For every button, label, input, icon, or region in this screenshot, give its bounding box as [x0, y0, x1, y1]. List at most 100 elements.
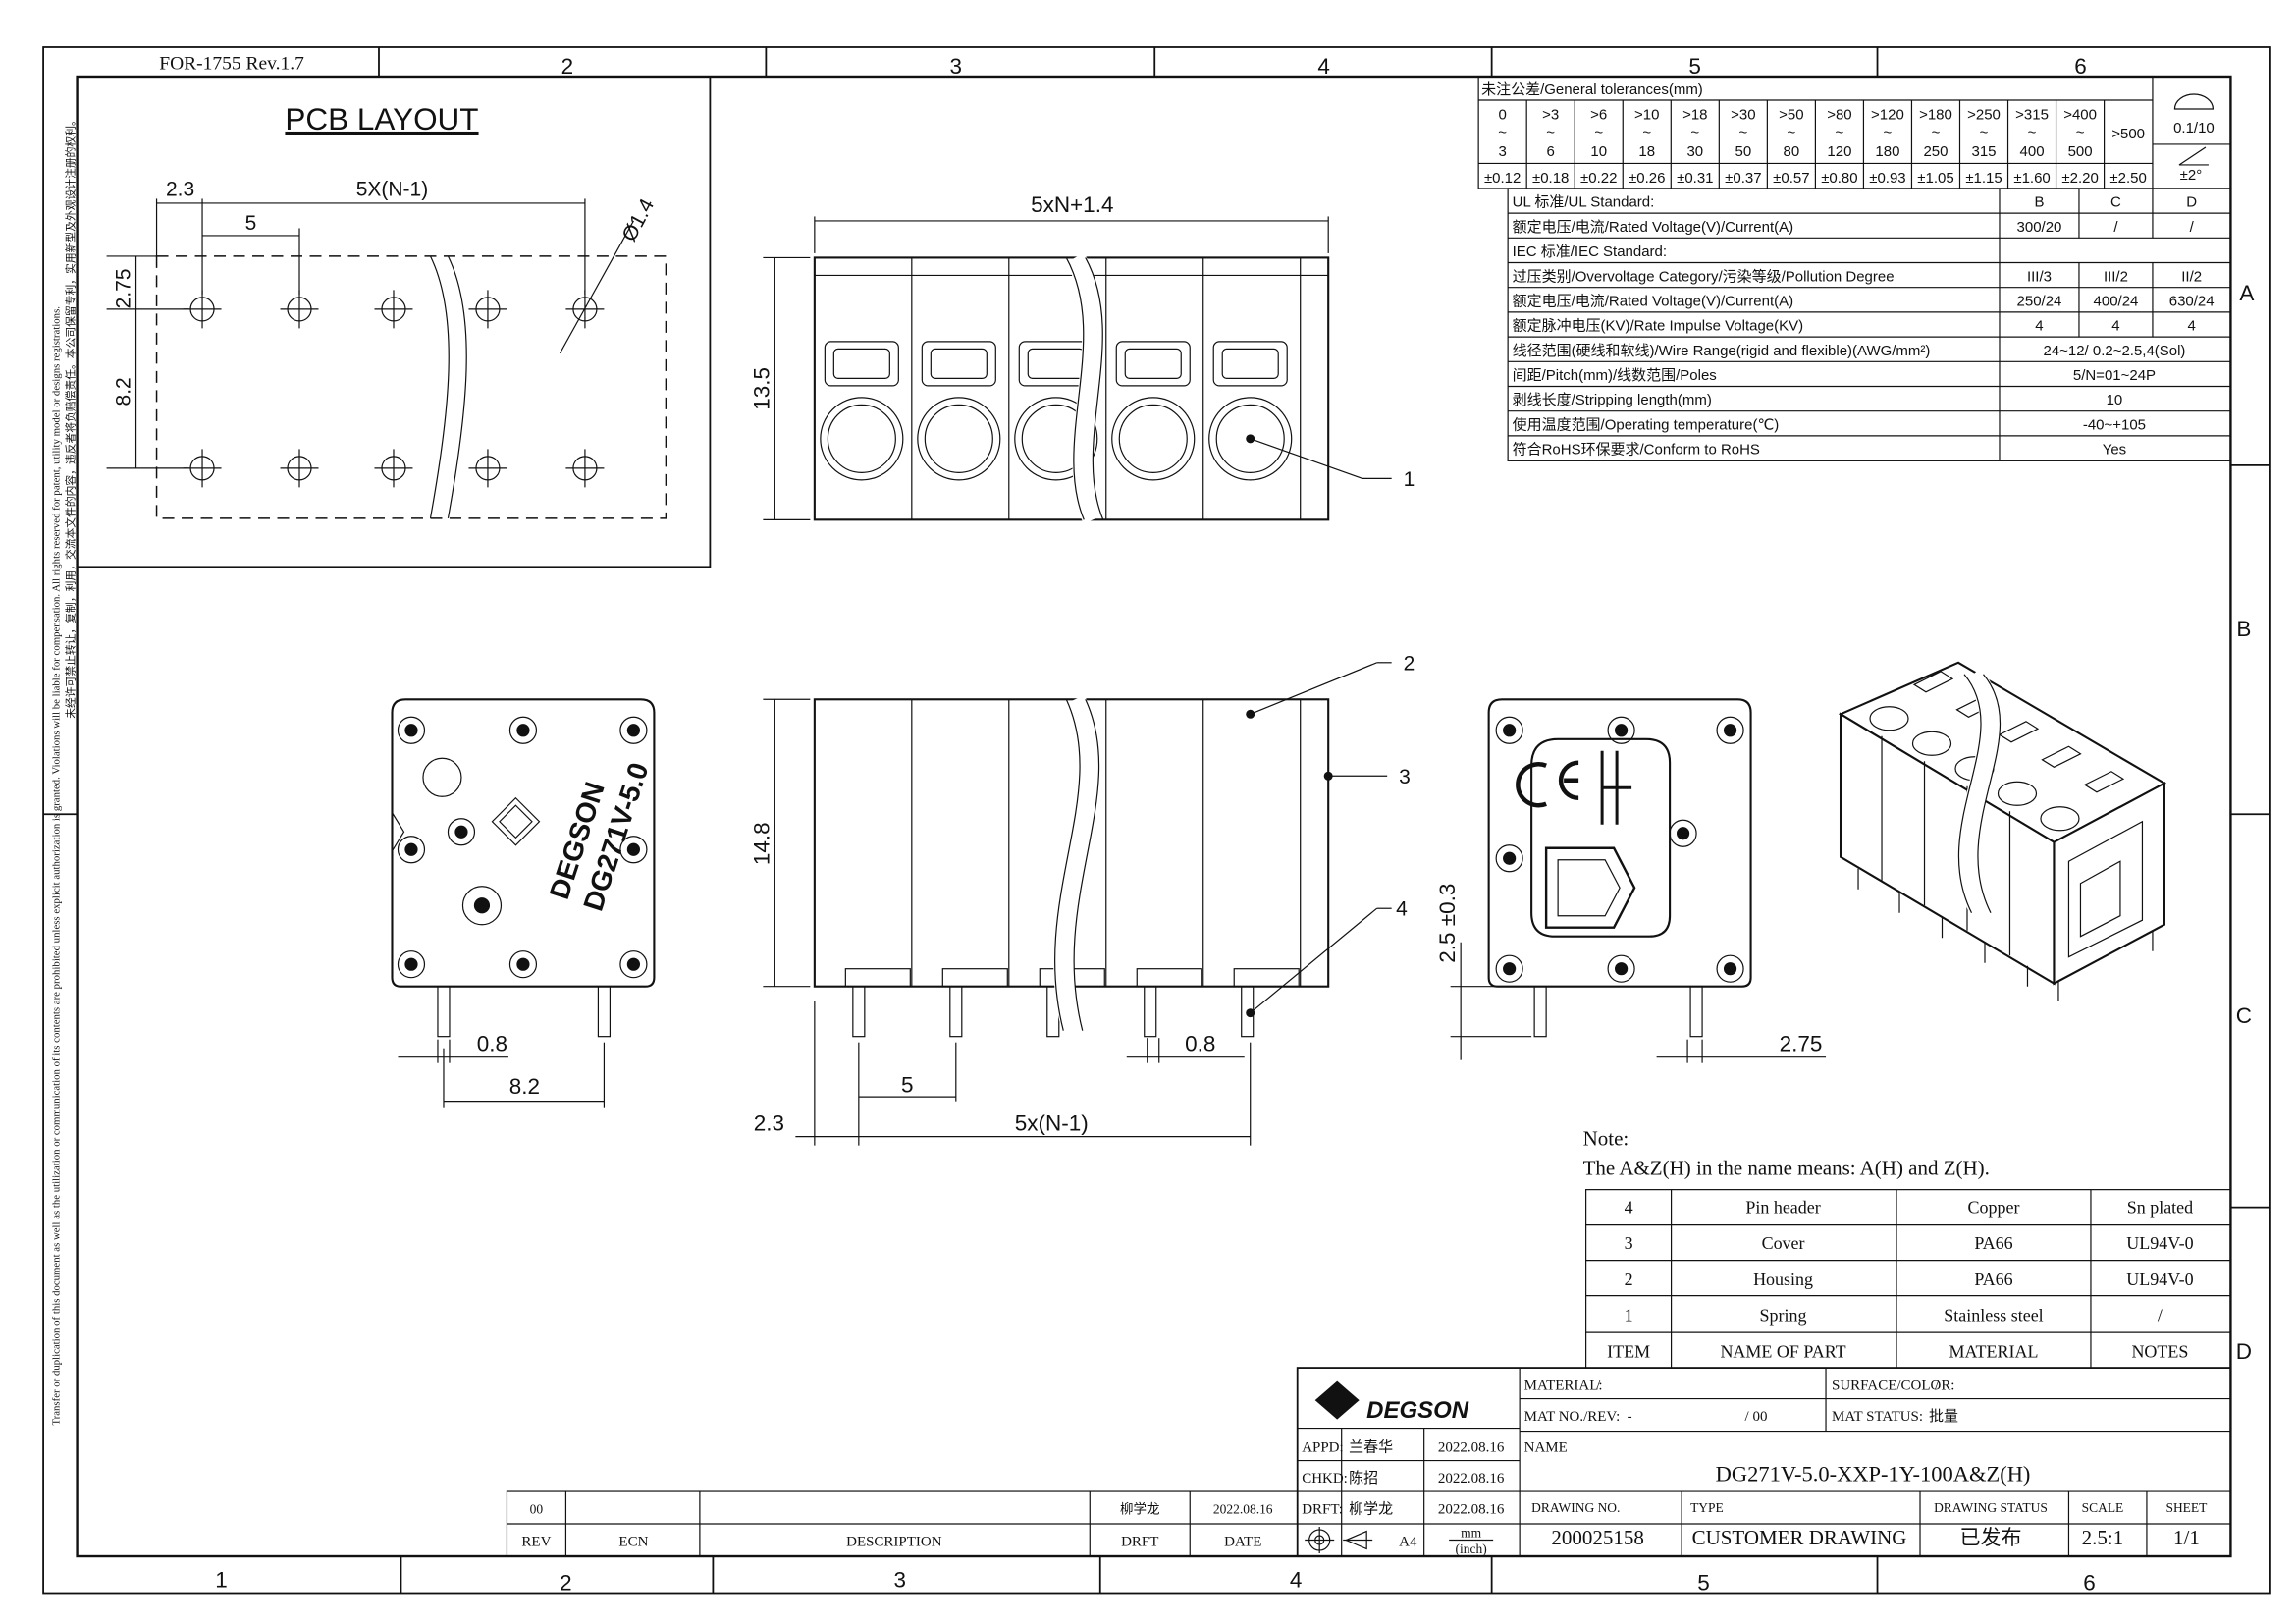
pcb-layout-title: PCB LAYOUT	[285, 101, 478, 136]
spec-label: 额定电压/电流/Rated Voltage(V)/Current(A)	[1513, 219, 1793, 236]
form-number: FOR-1755 Rev.1.7	[159, 53, 304, 74]
tolerance-col: >250~315±1.15	[1965, 106, 2002, 186]
row-label-A: A	[2239, 281, 2254, 305]
tolerance-range-sep: ~	[1836, 124, 1844, 140]
tolerance-range-sep: ~	[2076, 124, 2085, 140]
tolerance-range-high: 18	[1638, 143, 1655, 160]
spec-label: 符合RoHS环保要求/Conform to RoHS	[1513, 442, 1760, 459]
col-label-bottom-5: 5	[1697, 1571, 1710, 1596]
rev-row-drft: 柳学龙	[1120, 1502, 1159, 1517]
right-side-view: 2.5 ±0.3 2.75	[1435, 698, 1827, 1063]
tolerance-value: ±0.26	[1629, 170, 1665, 187]
surface-label: SURFACE/COLOR:	[1832, 1379, 1954, 1394]
tolerance-range-sep: ~	[1498, 124, 1507, 140]
status-label: DRAWING STATUS	[1934, 1500, 2048, 1515]
spec-value: Yes	[2103, 442, 2126, 459]
rev-header-drft: DRFT	[1121, 1535, 1158, 1550]
col-label-top-3: 3	[950, 54, 963, 79]
col-label-top-2: 2	[561, 54, 574, 79]
tolerance-range-high: 6	[1547, 143, 1555, 160]
spec-row: 额定电压/电流/Rated Voltage(V)/Current(A)300/2…	[1513, 219, 2195, 236]
spec-value: /	[2190, 219, 2195, 236]
col-label-bottom-3: 3	[894, 1568, 907, 1593]
drawing-no-label: DRAWING NO.	[1531, 1500, 1620, 1515]
tolerance-range-low: >6	[1590, 106, 1607, 123]
tolerance-range-sep: ~	[1546, 124, 1555, 140]
spec-value: III/2	[2104, 268, 2128, 285]
tolerance-range-low: >3	[1542, 106, 1559, 123]
tolerance-value: ±1.15	[1965, 170, 2002, 187]
tolerance-range-sep: ~	[1594, 124, 1603, 140]
tolerance-range-low: >80	[1827, 106, 1851, 123]
sheet-label: SHEET	[2165, 1500, 2208, 1515]
spec-value: 5/N=01~24P	[2073, 367, 2156, 384]
tolerance-value: ±2.20	[2061, 170, 2098, 187]
tolerance-range-sep: ~	[1690, 124, 1699, 140]
bom-cell: Stainless steel	[1944, 1305, 2043, 1325]
appd-name: 兰春华	[1349, 1439, 1393, 1456]
front-view: 14.8 5 2.3 5x(N-1) 0.8 2 3 4	[749, 652, 1415, 1146]
spec-label: UL 标准/UL Standard:	[1513, 194, 1655, 211]
bom-cell: Spring	[1760, 1305, 1807, 1325]
pcb-dim-hole: Ø1.4	[618, 195, 660, 245]
bom-header-cell: ITEM	[1607, 1342, 1650, 1362]
type-value: CUSTOMER DRAWING	[1692, 1526, 1907, 1549]
spec-value: C	[2110, 194, 2121, 211]
pcb-dim-row: 8.2	[113, 377, 135, 406]
spec-value: 4	[2188, 318, 2196, 335]
dim-front-total: 5x(N-1)	[1015, 1111, 1089, 1136]
tolerance-range-low: >50	[1779, 106, 1803, 123]
pcb-dim-top: 2.75	[113, 268, 135, 308]
tolerance-range-high: 3	[1498, 143, 1506, 160]
tolerance-range-low: >30	[1731, 106, 1755, 123]
col-label-bottom-6: 6	[2083, 1571, 2096, 1596]
mat-no-value: -	[1628, 1409, 1632, 1425]
col-label-top-6: 6	[2074, 54, 2087, 79]
pcb-dim-edge: 2.3	[166, 178, 194, 200]
unit-inch: (inch)	[1456, 1542, 1487, 1556]
tolerance-value: ±1.05	[1917, 170, 1953, 187]
svg-text:Transfer or duplication of thi: Transfer or duplication of this document…	[51, 306, 63, 1426]
bom-cell: UL94V-0	[2126, 1270, 2193, 1289]
rev-header-date: DATE	[1224, 1535, 1261, 1550]
rev-header-description: DESCRIPTION	[846, 1535, 942, 1550]
tolerance-value: ±0.31	[1677, 170, 1713, 187]
surface-value: /	[1935, 1379, 1940, 1394]
mat-rev-value: / 00	[1745, 1409, 1768, 1425]
tolerance-range-low: >18	[1682, 106, 1707, 123]
spec-value: 10	[2107, 392, 2123, 408]
col-label-bottom-2: 2	[560, 1571, 572, 1596]
tolerance-range-sep: ~	[1642, 124, 1651, 140]
tolerance-range-sep: ~	[1980, 124, 1989, 140]
tolerance-range-high: 30	[1686, 143, 1703, 160]
chkd-name: 陈招	[1349, 1469, 1378, 1487]
bom-cell: 4	[1625, 1198, 1633, 1218]
rev-header-ecn: ECN	[618, 1535, 648, 1550]
tolerance-value: ±0.18	[1532, 170, 1569, 187]
tolerance-range-label: >500	[2111, 126, 2145, 142]
rev-header-rev: REV	[521, 1535, 551, 1550]
bom-cell: 3	[1625, 1233, 1633, 1253]
tolerance-range-low: >250	[1967, 106, 2001, 123]
spec-label: 使用温度范围/Operating temperature(℃)	[1513, 416, 1780, 433]
tolerance-range-low: >180	[1919, 106, 1952, 123]
tolerance-range-high: 10	[1590, 143, 1607, 160]
tolerance-value: ±0.12	[1484, 170, 1521, 187]
bom-header-cell: NOTES	[2131, 1342, 2188, 1362]
bom-cell: Cover	[1762, 1233, 1805, 1253]
part-name: DG271V-5.0-XXP-1Y-100A&Z(H)	[1716, 1462, 2031, 1487]
tolerance-col: >18~30 ±0.31	[1677, 106, 1713, 186]
tolerance-range-sep: ~	[1884, 124, 1893, 140]
spec-row: IEC 标准/IEC Standard:	[1513, 244, 1667, 260]
tolerance-range-low: >400	[2063, 106, 2097, 123]
type-label: TYPE	[1690, 1500, 1724, 1515]
tolerance-value: ±0.80	[1821, 170, 1857, 187]
tolerance-range-high: 180	[1875, 143, 1899, 160]
tolerance-table: 未注公差/General tolerances(mm) 0.1/10 ±2° 0…	[1477, 76, 2232, 189]
chkd-date: 2022.08.16	[1438, 1471, 1505, 1487]
